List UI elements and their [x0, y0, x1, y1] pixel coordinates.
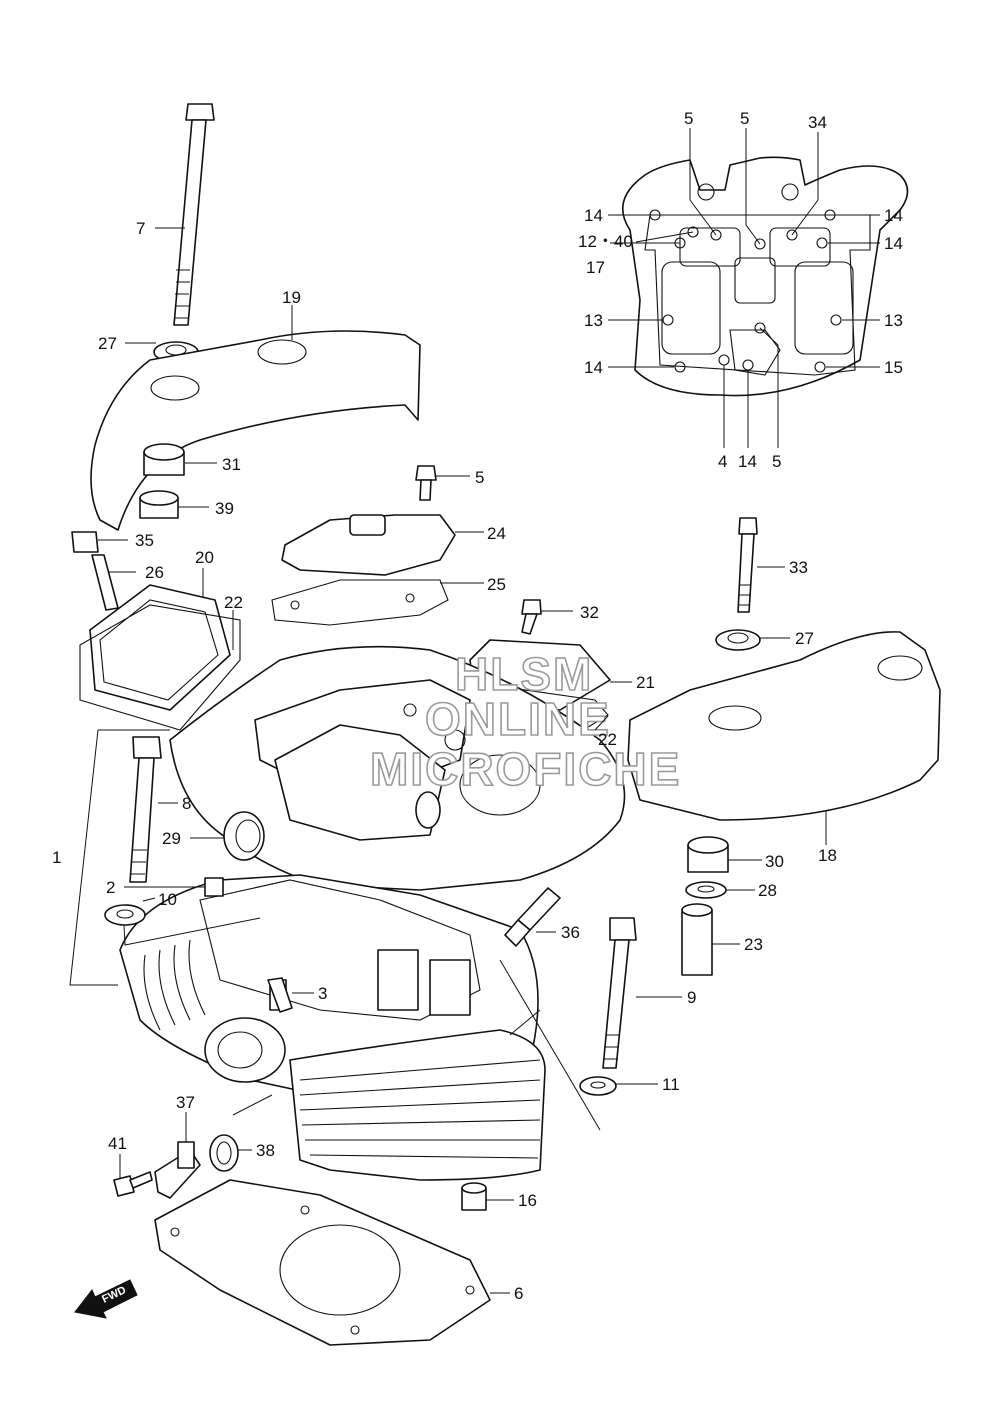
dowel-16 [461, 1182, 487, 1211]
bolt-9 [602, 917, 637, 1069]
watermark-line-1: HLSM [455, 648, 593, 700]
callout-35: 35 [135, 531, 154, 550]
callout-33: 33 [789, 558, 808, 577]
callout-37: 37 [176, 1093, 195, 1112]
cylinder-head-1 [119, 645, 626, 1181]
callout-11: 11 [662, 1075, 680, 1094]
callout-5-inset-b: 5 [740, 109, 749, 128]
callout-36: 36 [561, 923, 580, 942]
callout-21: 21 [636, 673, 655, 692]
callout-8: 8 [182, 794, 191, 813]
callout-14-inset-a: 14 [584, 206, 603, 225]
watermark-line-2: ONLINE [425, 693, 611, 745]
inset-head-top-view [621, 156, 909, 397]
cap-nut-35 [71, 531, 99, 553]
callout-1: 1 [52, 848, 61, 867]
head-gasket-6 [154, 1179, 491, 1346]
stud-3 [267, 977, 293, 1013]
callout-9: 9 [687, 988, 696, 1007]
bolt-41 [113, 1171, 153, 1197]
callout-14-inset-d: 14 [584, 358, 603, 377]
union-37 [154, 1141, 201, 1199]
spacer-23 [681, 903, 713, 976]
callout-15: 15 [884, 358, 903, 377]
collar-39 [139, 490, 179, 519]
callout-26: 26 [145, 563, 164, 582]
callout-23: 23 [744, 935, 763, 954]
callout-5: 5 [475, 468, 484, 487]
dowel-2 [204, 877, 224, 897]
callout-39: 39 [215, 499, 234, 518]
gasket-22-left [79, 604, 241, 731]
callout-13-inset-a: 13 [584, 311, 603, 330]
o-ring-38 [209, 1134, 239, 1172]
callout-3: 3 [318, 984, 327, 1003]
callout-5-inset-c: 5 [772, 452, 781, 471]
grommet-27-right [715, 629, 761, 651]
callout-10: 10 [158, 890, 177, 909]
bolt-8 [129, 736, 162, 883]
callout-14-inset-c: 14 [884, 234, 903, 253]
stud-26 [91, 554, 119, 611]
callout-27-right: 27 [795, 629, 814, 648]
callout-14-inset-b: 14 [884, 206, 903, 225]
callout-2: 2 [106, 878, 115, 897]
callout-31: 31 [222, 455, 241, 474]
callout-14-inset-e: 14 [738, 452, 757, 471]
washer-28 [685, 881, 727, 899]
bolt-7 [173, 103, 215, 326]
bolt-33 [737, 517, 758, 613]
cover-18 [627, 631, 941, 821]
washer-11 [579, 1076, 617, 1096]
plug-29 [223, 811, 265, 861]
callout-29: 29 [162, 829, 181, 848]
callout-22-left: 22 [224, 593, 243, 612]
gasket-25 [271, 579, 449, 626]
callout-30: 30 [765, 852, 784, 871]
grommet-31 [143, 443, 185, 476]
fwd-arrow-icon: FWD [74, 1279, 138, 1319]
watermark: HLSM ONLINE MICROFICHE [369, 647, 681, 796]
callout-22-right: 22 [598, 730, 617, 749]
bolt-5 [415, 465, 437, 501]
callout-4: 4 [718, 452, 727, 471]
callout-18: 18 [818, 846, 837, 865]
callout-19: 19 [282, 288, 301, 307]
callout-labels: 7 27 19 31 39 35 26 20 22 5 24 25 32 21 … [52, 109, 903, 1303]
cover-24 [281, 514, 456, 576]
watermark-line-3: MICROFICHE [370, 743, 681, 795]
callout-27-left: 27 [98, 334, 117, 353]
callout-13-inset-b: 13 [884, 311, 903, 330]
cover-19 [90, 330, 421, 531]
callout-32: 32 [580, 603, 599, 622]
callout-20: 20 [195, 548, 214, 567]
leader-lines [69, 128, 880, 1294]
callout-16: 16 [518, 1191, 537, 1210]
callout-34: 34 [808, 113, 827, 132]
callout-5-inset-a: 5 [684, 109, 693, 128]
callout-7: 7 [136, 219, 145, 238]
callout-25: 25 [487, 575, 506, 594]
callout-41: 41 [108, 1134, 127, 1153]
callout-12-40: 12・40 [578, 232, 633, 251]
washer-10 [104, 904, 146, 926]
callout-6: 6 [514, 1284, 523, 1303]
cover-20 [89, 584, 231, 711]
spark-plug-36 [504, 887, 561, 947]
callout-24: 24 [487, 524, 506, 543]
bolt-32 [521, 599, 542, 635]
callout-28: 28 [758, 881, 777, 900]
grommet-30 [687, 836, 729, 873]
callout-38: 38 [256, 1141, 275, 1160]
